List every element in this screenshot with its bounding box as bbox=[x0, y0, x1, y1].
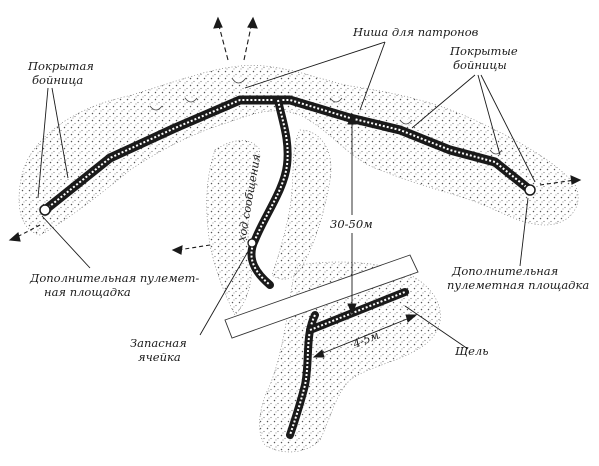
loophole-3 bbox=[231, 77, 247, 84]
dimension-main-arrow-bottom bbox=[347, 303, 357, 316]
leader-slit bbox=[404, 305, 469, 350]
leader-niche-1 bbox=[244, 41, 386, 89]
arrow-far-right bbox=[539, 179, 576, 186]
dimension-slit-line bbox=[317, 316, 413, 356]
comm-trench-hatch bbox=[250, 99, 289, 286]
leader-covered-right-1 bbox=[411, 74, 476, 129]
road-band bbox=[224, 254, 419, 339]
label-reserve-cell-1: Запасная bbox=[130, 336, 187, 350]
label-reserve-cell-2: ячейка bbox=[138, 350, 181, 364]
embankment-comm-right bbox=[271, 129, 332, 280]
fire-trench-hatch bbox=[42, 97, 533, 213]
label-extra-mg-right-2: пулеметная площадка bbox=[447, 278, 589, 292]
label-extra-mg-left-2: ная площадка bbox=[44, 285, 131, 299]
leader-mg-left bbox=[41, 215, 91, 269]
dimension-main-arrow-top bbox=[347, 112, 357, 125]
leader-covered-left-1 bbox=[37, 87, 49, 199]
arrow-top-left bbox=[217, 21, 229, 61]
leader-reserve bbox=[199, 247, 251, 336]
comm-trench-lower-hatch bbox=[289, 314, 316, 436]
label-distance-main: 30-50м bbox=[330, 217, 373, 231]
loophole-5 bbox=[399, 119, 413, 125]
dimension-slit-arrow-left bbox=[312, 349, 325, 358]
label-covered-right-1: Покрытые bbox=[449, 44, 518, 58]
slit-hatch bbox=[309, 291, 406, 331]
arrow-top-left-head bbox=[213, 16, 223, 29]
leader-lines bbox=[37, 41, 536, 350]
reserve-cell-mark bbox=[247, 238, 257, 248]
embankment-comm bbox=[206, 140, 261, 316]
slit-trench bbox=[306, 288, 409, 334]
arrow-far-right-head bbox=[570, 175, 582, 185]
label-extra-mg-left-1: Дополнительная пулемет- bbox=[29, 271, 199, 285]
arrow-far-left-head bbox=[8, 231, 21, 242]
loophole-4 bbox=[329, 97, 343, 103]
leader-mg-right bbox=[519, 197, 529, 267]
label-slit: Щель bbox=[455, 344, 489, 358]
arrow-left bbox=[177, 244, 211, 251]
fire-arrows bbox=[8, 16, 582, 255]
dimension-main-bg bbox=[327, 215, 383, 233]
loophole-2 bbox=[184, 97, 198, 103]
leader-covered-left-2 bbox=[51, 87, 69, 179]
label-extra-mg-right-1: Дополнительная bbox=[451, 264, 558, 278]
loopholes bbox=[39, 77, 536, 248]
mg-platform-right bbox=[524, 184, 536, 196]
mg-platform-left bbox=[39, 204, 51, 216]
dimension-slit-arrow-right bbox=[405, 314, 418, 323]
fire-trench bbox=[40, 95, 535, 215]
arrow-top-right-head bbox=[247, 16, 258, 29]
label-covered-left-2: бойница bbox=[32, 73, 83, 87]
label-covered-left-1: Покрытая bbox=[27, 59, 94, 73]
arrow-top-right bbox=[243, 21, 253, 61]
leader-niche-2 bbox=[359, 41, 386, 111]
dimension-slit bbox=[312, 314, 418, 358]
dimension-main bbox=[327, 112, 383, 316]
leader-covered-right-3 bbox=[480, 74, 536, 183]
label-covered-right-2: бойницы bbox=[453, 58, 507, 72]
loophole-1 bbox=[149, 105, 163, 111]
label-ammo-niche: Ниша для патронов bbox=[352, 25, 479, 39]
leader-covered-right-2 bbox=[477, 74, 501, 156]
arrow-left-head bbox=[171, 245, 183, 255]
